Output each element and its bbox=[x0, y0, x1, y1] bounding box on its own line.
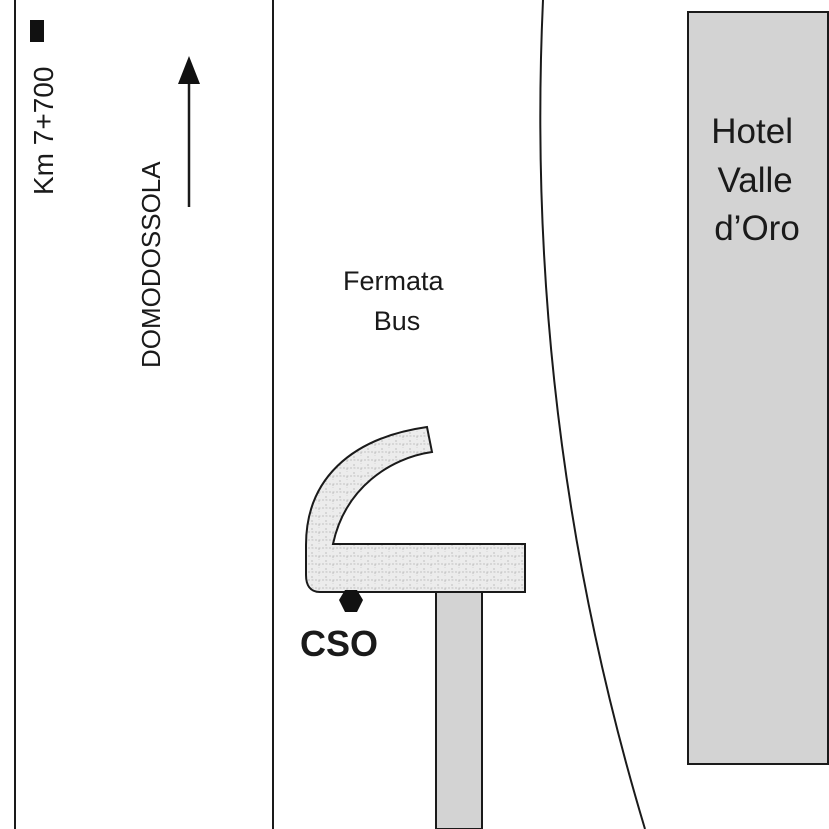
hotel-building bbox=[687, 11, 829, 765]
north-arrow-icon bbox=[178, 56, 200, 207]
direction-label: DOMODOSSOLA bbox=[136, 161, 166, 368]
bus-stop-line2: Bus bbox=[374, 306, 421, 336]
hotel-line2: Valle bbox=[718, 161, 793, 200]
bus-stop-line1: Fermata bbox=[343, 266, 445, 296]
km-marker-label: Km 7+700 bbox=[28, 67, 59, 195]
bus-stop-label: Fermata Bus bbox=[343, 266, 451, 336]
hotel-line1: Hotel bbox=[711, 112, 793, 151]
bus-shelter bbox=[305, 425, 526, 593]
cso-point-icon bbox=[339, 590, 363, 612]
hotel-line3: d’Oro bbox=[714, 209, 800, 248]
cso-label: CSO bbox=[300, 623, 378, 664]
km-post-icon bbox=[30, 20, 44, 42]
hotel-label: Hotel Valle d’Oro bbox=[711, 112, 802, 248]
access-road bbox=[435, 590, 483, 829]
road-edge-curve bbox=[539, 0, 646, 829]
